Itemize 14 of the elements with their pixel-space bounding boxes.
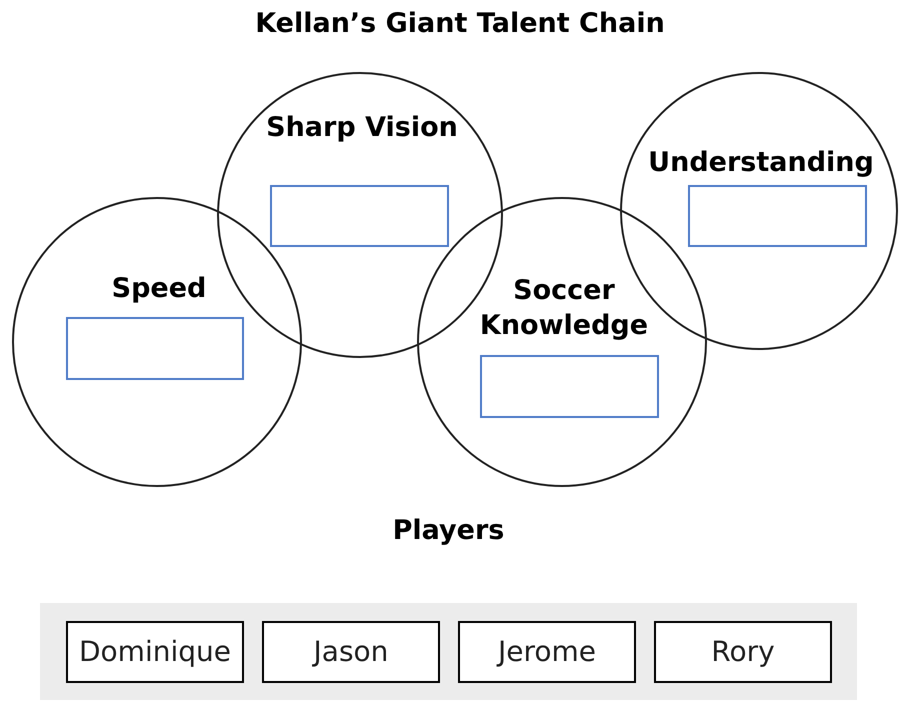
- name-box: Jerome: [458, 621, 636, 683]
- answer-box: [688, 185, 867, 247]
- answer-box: [270, 185, 449, 247]
- circle-heading: Understanding: [648, 146, 874, 180]
- name-box: Rory: [654, 621, 832, 683]
- circle-heading: Sharp Vision: [266, 111, 458, 145]
- answer-box: [66, 317, 244, 380]
- circle-heading: Soccer Knowledge: [478, 274, 650, 343]
- answer-box: [480, 355, 659, 418]
- name-box: Jason: [262, 621, 440, 683]
- name-box: Dominique: [66, 621, 244, 683]
- section-heading: Players: [392, 514, 504, 548]
- title: Kellan’s Giant Talent Chain: [255, 7, 665, 41]
- circle-heading: Speed: [112, 272, 206, 306]
